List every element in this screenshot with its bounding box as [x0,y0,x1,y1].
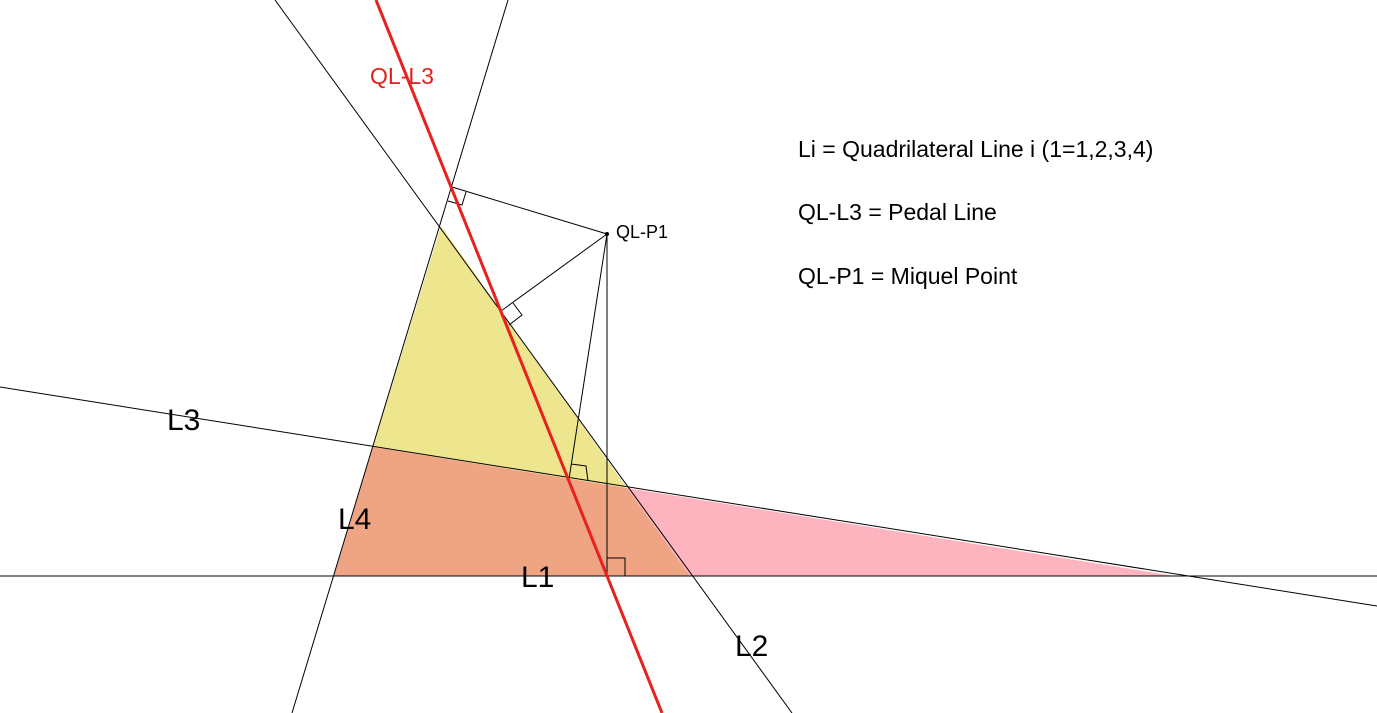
miquel-point-label: QL-P1 [616,222,668,242]
perpendicular-to-l4 [451,186,608,235]
perpendicular-to-l3 [568,233,608,480]
legend-line-1: Li = Quadrilateral Line i (1=1,2,3,4) [798,136,1153,162]
l1-label: L1 [521,561,554,594]
l4-label: L4 [338,503,371,536]
right-angle-marker-l1 [607,557,626,576]
right-angle-marker-l3 [570,463,589,482]
l3-label: L3 [167,404,200,437]
right-angle-marker-l2 [508,302,523,326]
pedal-line-label: QL-L3 [370,63,434,89]
line-l3 [0,386,1377,607]
yellow-region [373,226,627,488]
right-angle-marker-l4 [447,191,467,206]
legend-line-3: QL-P1 = Miquel Point [798,263,1018,289]
pedal-line [374,0,664,713]
orange-region [334,447,690,576]
line-l4 [291,0,509,713]
legend: Li = Quadrilateral Line i (1=1,2,3,4) QL… [798,136,1153,289]
line-l2 [274,0,793,713]
miquel-point [605,232,609,236]
legend-line-2: QL-L3 = Pedal Line [798,199,997,225]
pink-region [627,488,1175,576]
perpendicular-to-l2 [500,233,608,312]
l2-label: L2 [735,630,768,663]
